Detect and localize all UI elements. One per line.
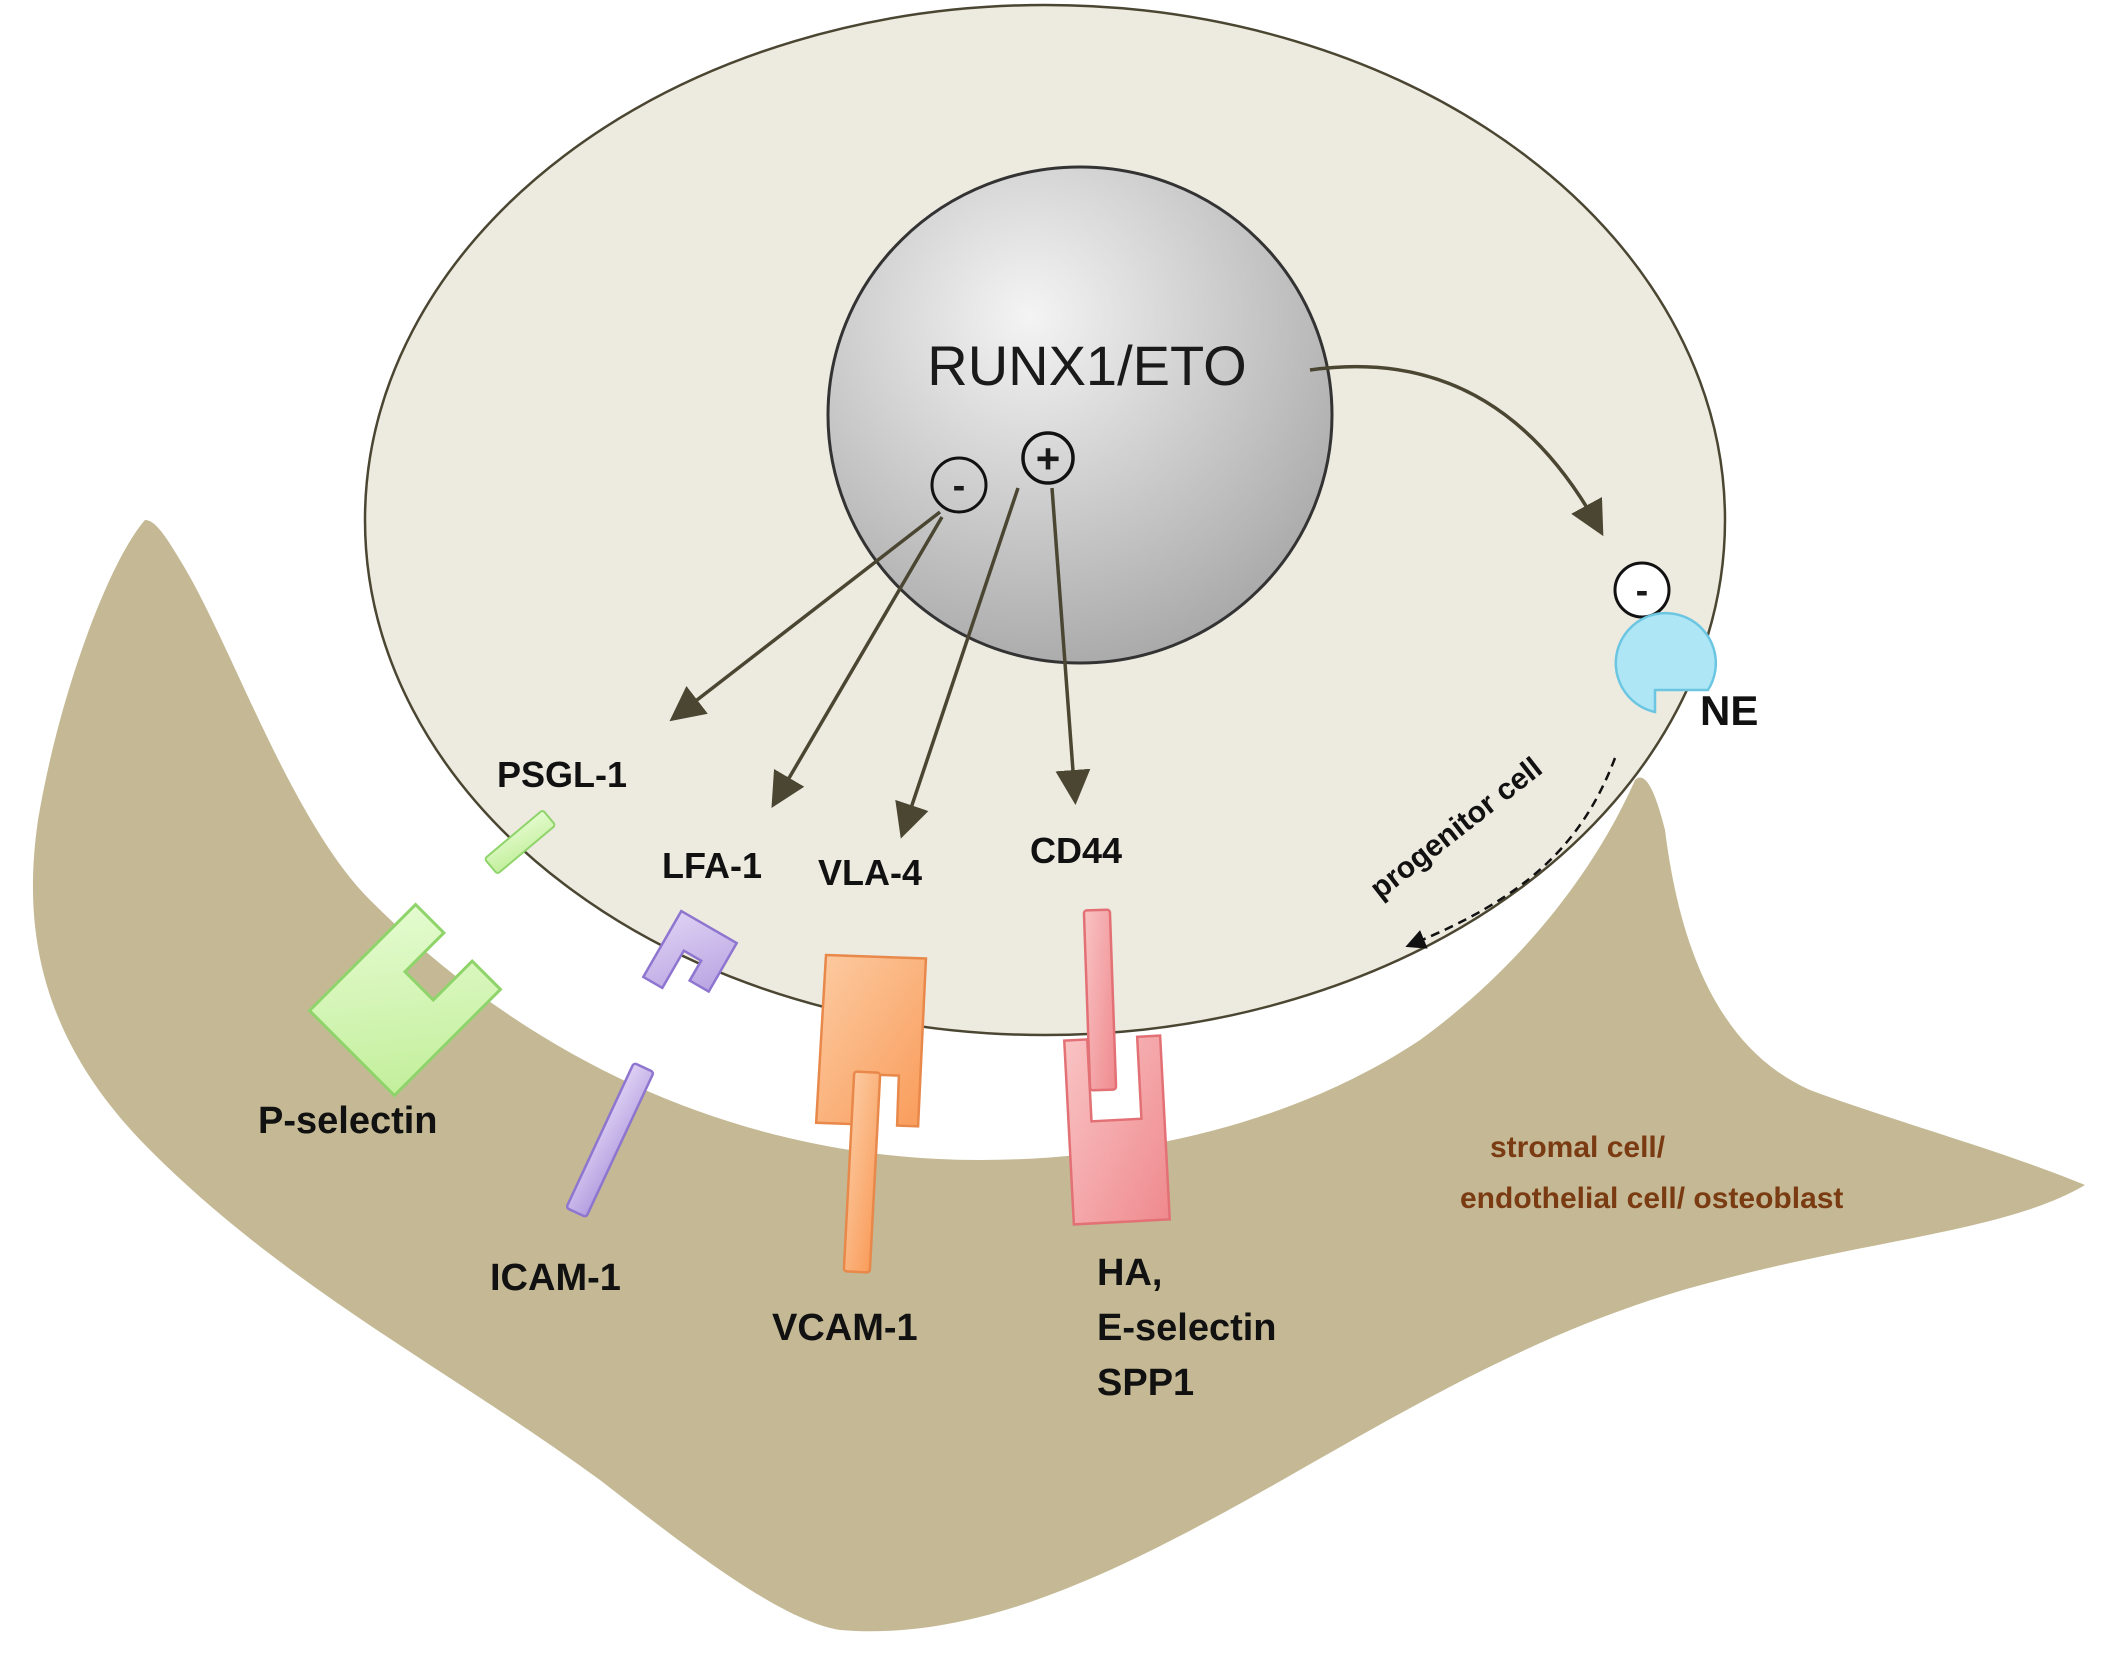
ne-dashed-arrow xyxy=(1405,757,1617,949)
ha-label-line2: E-selectin xyxy=(1097,1307,1277,1349)
minus-sign-ne: - xyxy=(1636,570,1649,612)
minus-circle-nucleus xyxy=(930,456,988,514)
vla4-label: VLA-4 xyxy=(818,852,922,893)
vcam1-ligand xyxy=(842,1070,882,1274)
psgl1-label: PSGL-1 xyxy=(497,754,627,795)
pselectin-label: P-selectin xyxy=(258,1100,438,1142)
pselectin-ligand xyxy=(307,902,503,1098)
ha-label-line3: SPP1 xyxy=(1097,1362,1194,1404)
icam1-label: ICAM-1 xyxy=(490,1257,621,1299)
arrow-to-lfa1 xyxy=(771,516,944,809)
stromal-label-line1: stromal cell/ xyxy=(1490,1131,1666,1164)
psgl1-receptor xyxy=(484,810,556,874)
arrow-to-psgl1 xyxy=(669,510,942,722)
icam1-ligand xyxy=(565,1062,655,1218)
minus-circle-ne xyxy=(1613,561,1671,619)
ha-ligand xyxy=(1062,1034,1172,1226)
ne-label: NE xyxy=(1700,687,1758,734)
ha-label-line1: HA, xyxy=(1097,1252,1162,1294)
lfa1-receptor xyxy=(641,909,739,994)
minus-sign-nucleus: - xyxy=(953,465,966,507)
nucleus xyxy=(826,165,1334,665)
plus-circle-nucleus xyxy=(1021,431,1075,485)
cd44-receptor xyxy=(1082,908,1118,1092)
arrow-to-cd44 xyxy=(1050,487,1091,805)
plus-sign-nucleus: + xyxy=(1036,435,1061,482)
arrow-to-vla4 xyxy=(895,487,1020,839)
stromal-label-line2: endothelial cell/ osteoblast xyxy=(1460,1182,1843,1215)
arrow-to-ne xyxy=(1309,364,1604,537)
cd44-label: CD44 xyxy=(1030,830,1122,871)
vcam1-label: VCAM-1 xyxy=(772,1307,918,1349)
vla4-receptor xyxy=(814,953,928,1128)
stromal-cell-shape xyxy=(32,520,2086,1632)
lfa1-label: LFA-1 xyxy=(662,845,762,886)
nucleus-label: RUNX1/ETO xyxy=(927,334,1246,397)
ne-pacman-shape xyxy=(1614,611,1718,714)
